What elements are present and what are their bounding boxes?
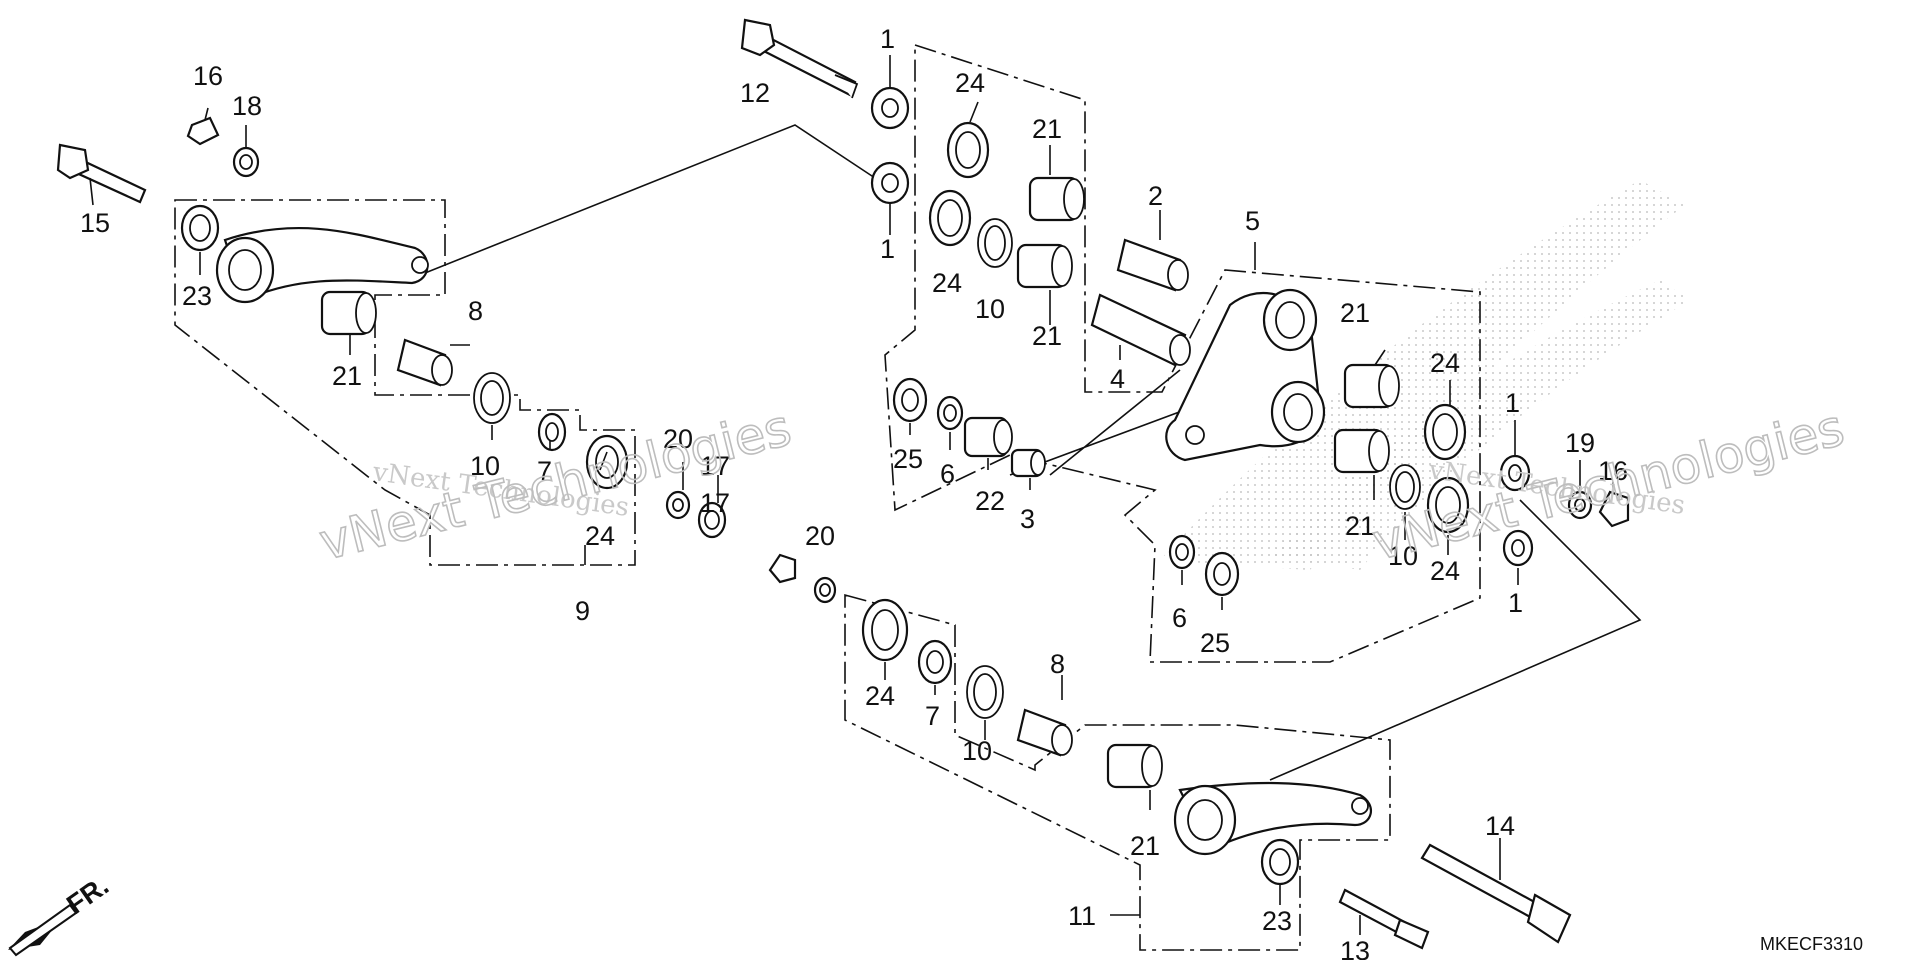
callout-3: 3: [1020, 504, 1035, 534]
callout-10a: 10: [470, 451, 500, 481]
callout-24c: 24: [585, 521, 615, 551]
rocker-5: [1165, 288, 1326, 462]
callout-24b: 24: [932, 268, 962, 298]
link-arm-upper: [215, 226, 429, 304]
bolt-15: [56, 143, 147, 204]
bolt-12: [740, 18, 859, 99]
bearing-21f: [1106, 743, 1163, 789]
link-arm-lower: [1173, 781, 1372, 856]
callout-23b: 23: [1262, 906, 1292, 936]
front-arrow-icon: [8, 903, 78, 957]
callout-12: 12: [740, 78, 770, 108]
callout-1a: 1: [880, 24, 895, 54]
bearing-21c: [320, 290, 377, 336]
callout-1c: 1: [1505, 388, 1520, 418]
callout-23a: 23: [182, 281, 212, 311]
diagram-code: MKECF3310: [1760, 934, 1863, 954]
callout-21a: 21: [1032, 114, 1062, 144]
sleeve-2: [1116, 238, 1189, 292]
callout-24e: 24: [1430, 556, 1460, 586]
callout-4: 4: [1110, 364, 1125, 394]
callout-25b: 25: [1200, 628, 1230, 658]
callout-17a: 17: [700, 451, 730, 481]
callout-2: 2: [1148, 181, 1163, 211]
callout-21c: 21: [332, 361, 362, 391]
bearing-22: [963, 416, 1013, 458]
bearing-21a: [1028, 176, 1085, 222]
callout-1b: 1: [880, 234, 895, 264]
callout-24a: 24: [955, 68, 985, 98]
callout-6b: 6: [1172, 603, 1187, 633]
callout-24d: 24: [1430, 348, 1460, 378]
ring-parts: [180, 86, 1630, 886]
sleeve-8-lower: [1016, 708, 1073, 757]
stipple-band: [1160, 180, 1685, 570]
callout-10d: 10: [962, 736, 992, 766]
bearing-21e: [1333, 428, 1390, 474]
callout-19: 19: [1565, 428, 1595, 458]
group-outline-9: [174, 199, 636, 566]
sleeve-8-upper: [396, 338, 453, 387]
callout-7a: 7: [537, 456, 552, 486]
callout-17b: 17: [700, 488, 730, 518]
callout-20a: 20: [663, 424, 693, 454]
callout-22: 22: [975, 486, 1005, 516]
callout-21f: 21: [1130, 831, 1160, 861]
bolt-13: [1338, 888, 1430, 950]
callout-7b: 7: [925, 701, 940, 731]
collar-3: [1010, 448, 1046, 478]
callout-21e: 21: [1345, 511, 1375, 541]
callout-25a: 25: [893, 444, 923, 474]
sleeve-4: [1090, 293, 1191, 367]
callout-10c: 10: [1388, 541, 1418, 571]
callout-10b: 10: [975, 294, 1005, 324]
callout-18: 18: [232, 91, 262, 121]
callout-6a: 6: [940, 459, 955, 489]
callout-15: 15: [80, 208, 110, 238]
callout-24f: 24: [865, 681, 895, 711]
callout-14: 14: [1485, 811, 1515, 841]
callout-21b: 21: [1032, 321, 1062, 351]
callout-21d: 21: [1340, 298, 1370, 328]
bolt-14: [1420, 843, 1572, 944]
bearing-21b: [1016, 243, 1073, 289]
callout-1d: 1: [1508, 588, 1523, 618]
bearing-21d: [1343, 363, 1400, 409]
callout-13: 13: [1340, 936, 1370, 960]
callout-11: 11: [1068, 901, 1096, 931]
callout-leaders: [89, 55, 1614, 935]
group-outline-11: [844, 593, 1391, 951]
callout-8b: 8: [1050, 649, 1065, 679]
callout-5: 5: [1245, 206, 1260, 236]
group-outline-5: [884, 43, 1481, 663]
callout-9: 9: [575, 596, 590, 626]
callout-16a: 16: [193, 61, 223, 91]
callout-8a: 8: [468, 296, 483, 326]
callout-20b: 20: [805, 521, 835, 551]
callout-16b: 16: [1598, 456, 1628, 486]
